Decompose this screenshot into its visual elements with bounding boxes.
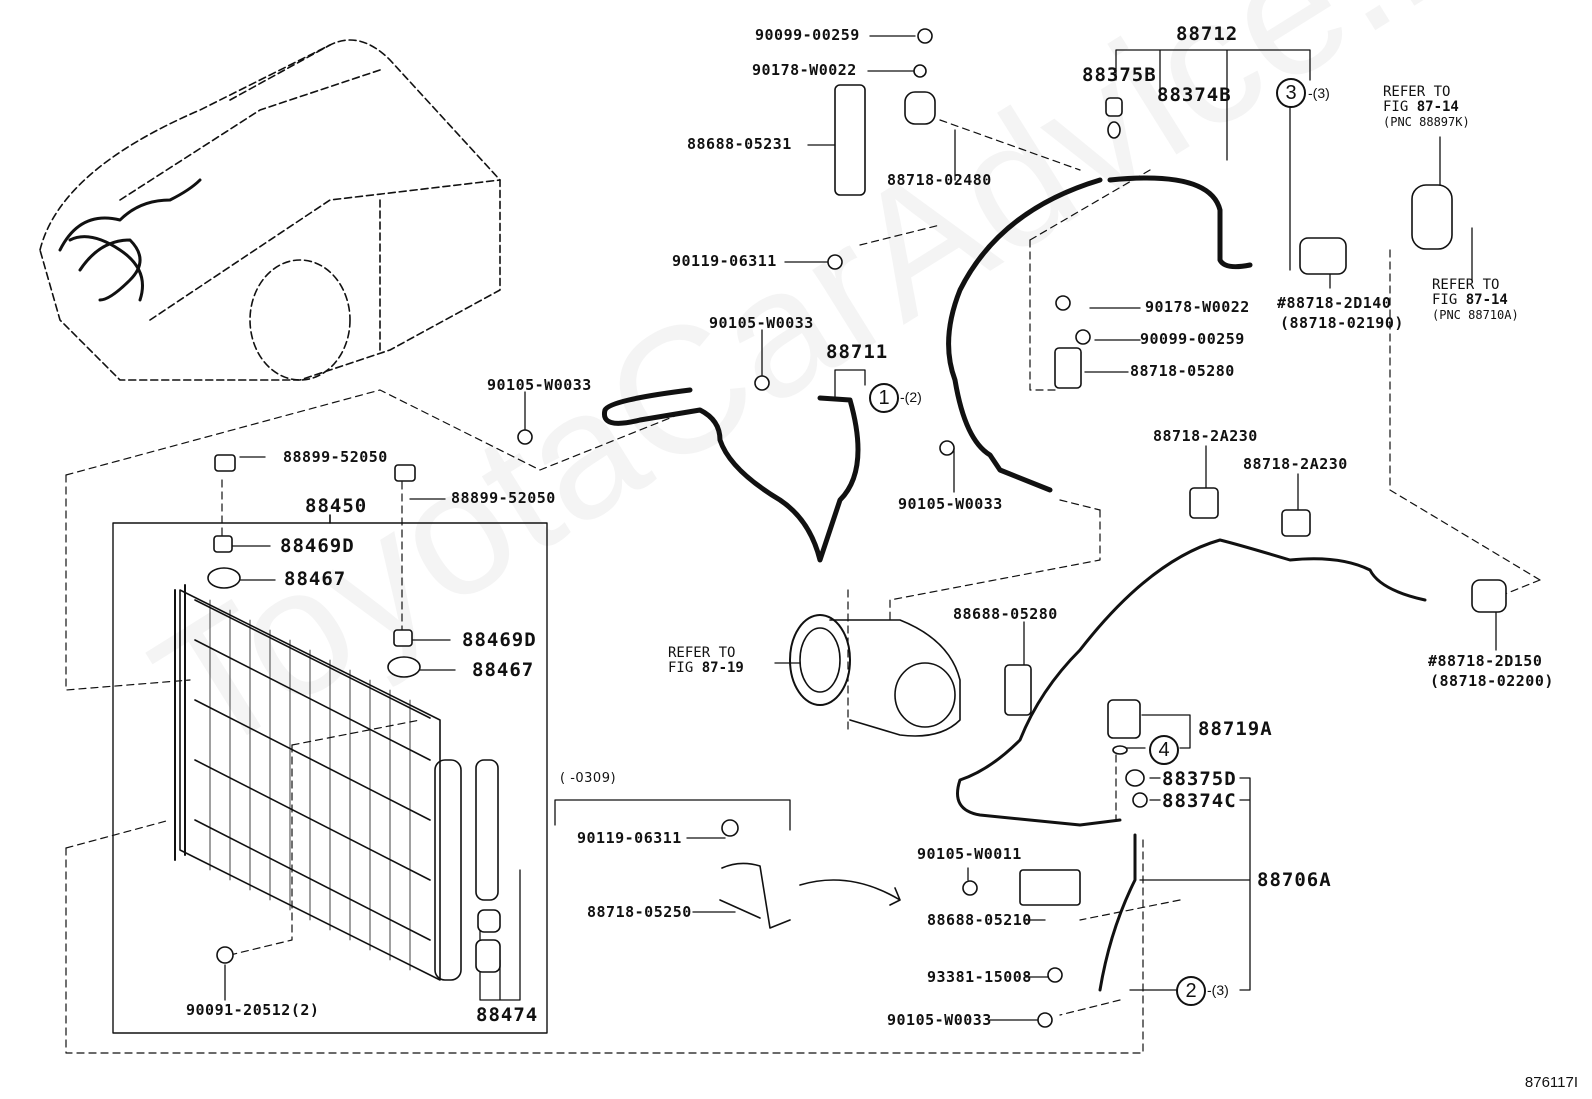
part-88718-05250[interactable]: 88718-05250 (587, 903, 692, 921)
callout-2-qty: -(3) (1207, 982, 1229, 998)
part-88474[interactable]: 88474 (476, 1004, 539, 1026)
callout-3[interactable]: 3 (1276, 78, 1306, 108)
part-90099-00259-mid[interactable]: 90099-00259 (1140, 330, 1245, 348)
wire-harness (58, 178, 202, 302)
part-90119-06311[interactable]: 90119-06311 (672, 252, 777, 270)
part-90105-W0033-a[interactable]: 90105-W0033 (709, 314, 814, 332)
ref-fig-number: 87-14 (1416, 99, 1459, 115)
part-88374B[interactable]: 88374B (1157, 84, 1232, 106)
refer-fig-87-14-pnc-88897k[interactable]: REFER TO FIG 87-14 (PNC 88897K) (1383, 85, 1470, 130)
ref-line: FIG (1432, 292, 1466, 308)
callout-1[interactable]: 1 (869, 383, 899, 413)
liquid-pipe (956, 538, 1427, 992)
discharge-hose (946, 175, 1253, 493)
part-88718-2D140[interactable]: #88718-2D140 (1277, 294, 1392, 312)
part-88711[interactable]: 88711 (826, 341, 889, 363)
car-illustration (39, 39, 501, 381)
part-90178-W0022-mid[interactable]: 90178-W0022 (1145, 298, 1250, 316)
part-88688-05231[interactable]: 88688-05231 (687, 135, 792, 153)
part-88719A[interactable]: 88719A (1198, 718, 1273, 740)
part-88899-52050-a[interactable]: 88899-52050 (283, 448, 388, 466)
part-88467-b[interactable]: 88467 (472, 659, 535, 681)
part-90105-W0033-b[interactable]: 90105-W0033 (487, 376, 592, 394)
ref-fig-number: 87-19 (701, 660, 744, 676)
part-90105-W0011[interactable]: 90105-W0011 (917, 845, 1022, 863)
clip-88718-05250 (719, 862, 791, 929)
part-88718-02200[interactable]: (88718-02200) (1430, 672, 1554, 690)
part-88718-02480[interactable]: 88718-02480 (887, 171, 992, 189)
compressor (789, 614, 961, 737)
ref-line: FIG (1383, 99, 1417, 115)
part-88718-05280[interactable]: 88718-05280 (1130, 362, 1235, 380)
part-88688-05210[interactable]: 88688-05210 (927, 911, 1032, 929)
part-88899-52050-b[interactable]: 88899-52050 (451, 489, 556, 507)
callout-1-qty: -(2) (900, 389, 922, 405)
part-88375B[interactable]: 88375B (1082, 64, 1157, 86)
part-88374C[interactable]: 88374C (1162, 790, 1237, 812)
hardware-parts (207, 28, 1507, 1028)
callout-3-qty: -(3) (1308, 85, 1330, 101)
reference-lines (65, 119, 1541, 1054)
part-88467-a[interactable]: 88467 (284, 568, 347, 590)
arrow-replaced-by (799, 879, 901, 906)
leader-lines (224, 35, 1497, 1021)
ref-fig-number: 87-14 (1465, 292, 1508, 308)
part-88712[interactable]: 88712 (1176, 23, 1239, 45)
callout-4[interactable]: 4 (1149, 735, 1179, 765)
condenser (174, 584, 499, 981)
part-88718-2D150[interactable]: #88718-2D150 (1428, 652, 1543, 670)
part-90091-20512[interactable]: 90091-20512(2) (186, 1001, 320, 1019)
callout-2[interactable]: 2 (1176, 976, 1206, 1006)
ref-line: FIG (668, 660, 702, 676)
part-88718-02190[interactable]: (88718-02190) (1280, 314, 1404, 332)
part-88718-2A230-a[interactable]: 88718-2A230 (1153, 427, 1258, 445)
part-90105-W0033-c[interactable]: 90105-W0033 (898, 495, 1003, 513)
part-88718-2A230-b[interactable]: 88718-2A230 (1243, 455, 1348, 473)
refer-fig-87-19[interactable]: REFER TO FIG 87-19 (668, 646, 744, 676)
part-90105-W0033-d[interactable]: 90105-W0033 (887, 1011, 992, 1029)
ref-line: REFER TO (1432, 277, 1500, 293)
part-88469D-a[interactable]: 88469D (280, 535, 355, 557)
figure-id: 876117I (1524, 1074, 1578, 1091)
part-88706A[interactable]: 88706A (1257, 869, 1332, 891)
part-90178-W0022[interactable]: 90178-W0022 (752, 61, 857, 79)
refer-fig-87-14-pnc-88710a[interactable]: REFER TO FIG 87-14 (PNC 88710A) (1432, 278, 1519, 323)
suction-hose (601, 387, 861, 563)
ref-pnc: (PNC 88710A) (1432, 308, 1519, 322)
part-88375D[interactable]: 88375D (1162, 768, 1237, 790)
part-88450[interactable]: 88450 (305, 495, 368, 517)
ref-line: REFER TO (668, 645, 736, 661)
part-90119-06311-bottom[interactable]: 90119-06311 (577, 829, 682, 847)
ref-line: REFER TO (1383, 84, 1451, 100)
part-93381-15008[interactable]: 93381-15008 (927, 968, 1032, 986)
part-88469D-b[interactable]: 88469D (462, 629, 537, 651)
production-range-note: ( -0309) (560, 771, 617, 786)
part-90099-00259[interactable]: 90099-00259 (755, 26, 860, 44)
ref-pnc: (PNC 88897K) (1383, 115, 1470, 129)
part-88688-05280[interactable]: 88688-05280 (953, 605, 1058, 623)
